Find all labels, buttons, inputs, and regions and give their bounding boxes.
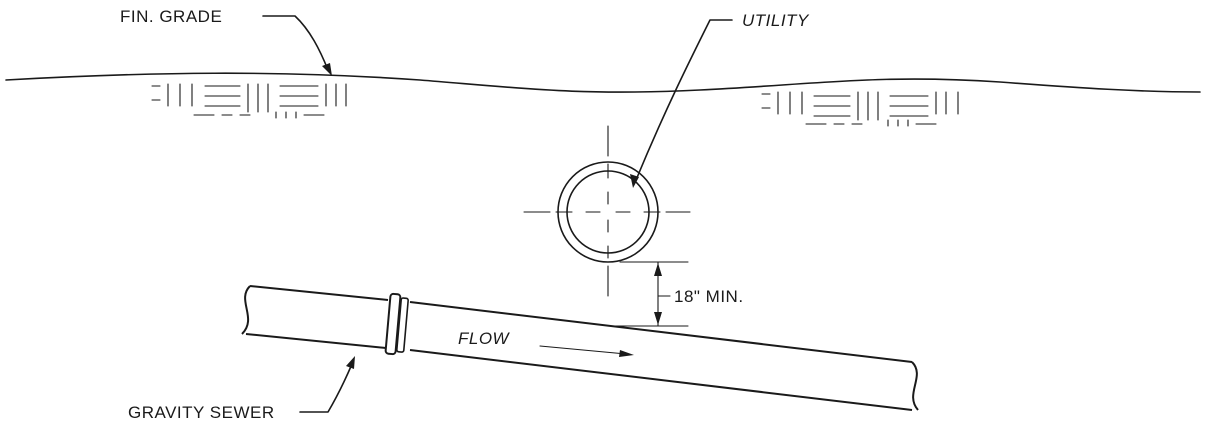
fin-grade-label: FIN. GRADE <box>120 7 222 26</box>
clearance-label: 18" MIN. <box>674 287 744 306</box>
gravity-sewer-arrowhead <box>346 356 355 369</box>
fin-grade-leader <box>262 15 329 71</box>
utility-pipe-section <box>523 125 691 297</box>
fin-grade-arrowhead <box>322 63 332 76</box>
flow-label: FLOW <box>458 329 511 348</box>
soil-hatch-right <box>761 91 959 127</box>
finished-grade-line <box>5 72 1201 93</box>
flow-arrow-line <box>539 345 627 355</box>
clearance-dimension <box>609 261 689 327</box>
soil-hatch-left <box>151 83 347 119</box>
gravity-sewer-label: GRAVITY SEWER <box>128 403 275 422</box>
gravity-sewer-leader <box>299 363 353 413</box>
utility-label: UTILITY <box>742 11 810 30</box>
gravity-sewer-pipe <box>241 285 919 411</box>
utility-arrowhead <box>630 174 639 188</box>
utility-leader <box>635 19 733 181</box>
flow-arrowhead <box>619 350 634 357</box>
